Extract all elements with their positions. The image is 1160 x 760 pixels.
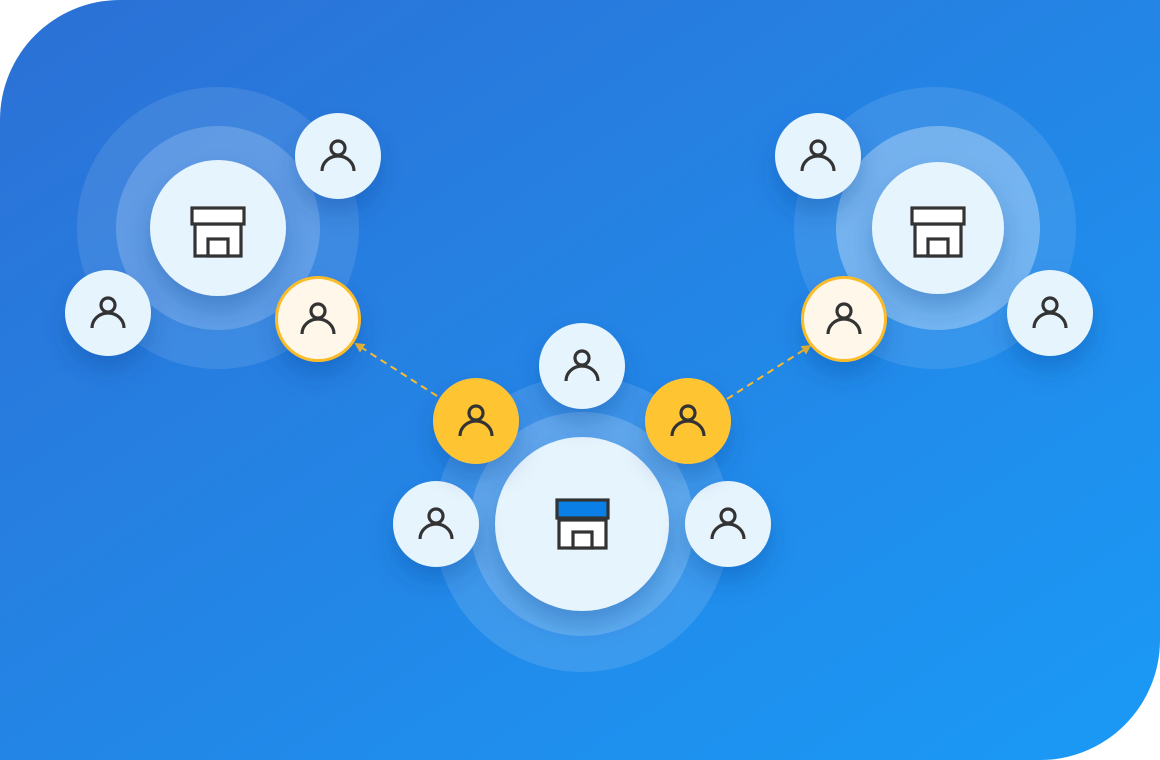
user-node <box>393 481 479 567</box>
user-node <box>685 481 771 567</box>
store-icon-active <box>555 498 610 550</box>
store-cluster-center <box>434 376 730 672</box>
user-node-arrived <box>275 276 361 362</box>
user-node-moving <box>433 378 519 464</box>
store-icon <box>910 206 966 258</box>
user-node <box>65 270 151 356</box>
user-node-arrived <box>801 276 887 362</box>
user-node <box>295 113 381 199</box>
user-node <box>539 323 625 409</box>
user-node-moving <box>645 378 731 464</box>
user-node <box>1007 270 1093 356</box>
transfer-arrow-left <box>354 342 438 397</box>
user-node <box>775 113 861 199</box>
store-icon <box>190 206 246 258</box>
transfer-arrow-right <box>726 344 812 400</box>
